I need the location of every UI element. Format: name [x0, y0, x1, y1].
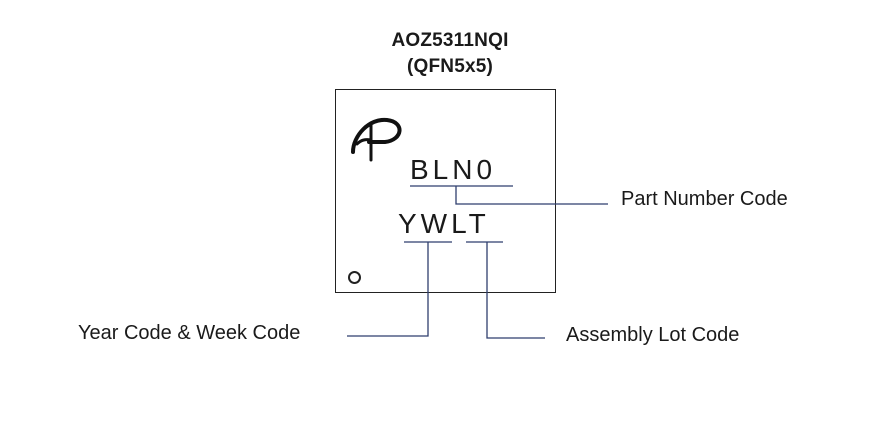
part-name-title: AOZ5311NQI — [391, 30, 509, 51]
aos-logo-icon — [351, 117, 402, 162]
date-lot-marking: YWLT — [398, 208, 490, 239]
part-number-marking: BLN0 — [410, 154, 497, 185]
pin1-circle-icon — [348, 271, 361, 284]
part-number-label: Part Number Code — [621, 188, 788, 210]
year-week-label: Year Code & Week Code — [78, 322, 301, 344]
assembly-lot-label: Assembly Lot Code — [566, 324, 740, 346]
package-subtitle: (QFN5x5) — [406, 56, 494, 77]
